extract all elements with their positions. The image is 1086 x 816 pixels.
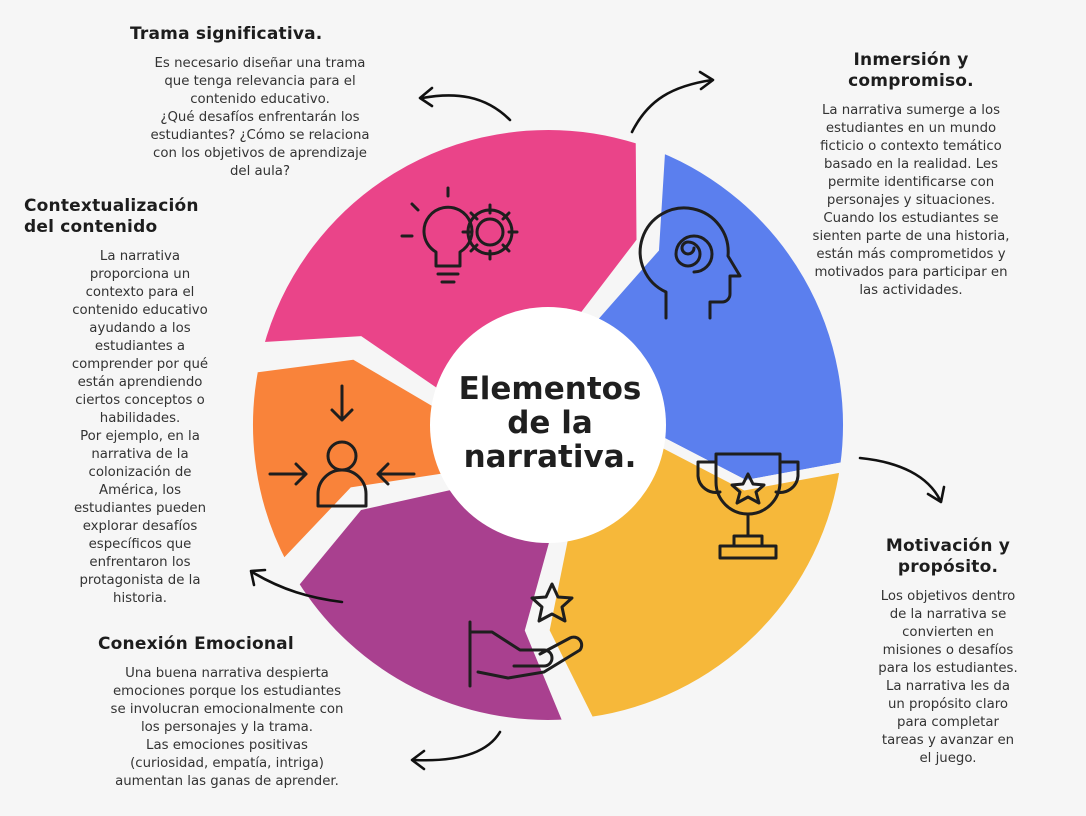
section-trama: Trama significativa. Es necesario diseña… <box>80 24 440 181</box>
head-spiral-icon <box>638 206 742 320</box>
section-inmersion: Inmersión y compromiso. La narrativa sum… <box>766 50 1056 300</box>
arrow-to-contexto <box>249 568 344 604</box>
hand-star-icon <box>468 582 584 688</box>
section-trama-text: Es necesario diseñar una trama que tenga… <box>150 56 370 179</box>
section-inmersion-title: Inmersión y compromiso. <box>848 50 974 91</box>
section-trama-title: Trama significativa. <box>130 24 323 44</box>
section-motivacion: Motivación y propósito. Los objetivos de… <box>840 536 1056 768</box>
section-contexto-title: Contextualización del contenido <box>24 196 199 237</box>
section-conexion-text: Una buena narrativa despierta emociones … <box>110 666 344 789</box>
arrow-to-inmersion <box>630 70 715 134</box>
lightbulb-gear-icon <box>400 186 519 284</box>
trophy-star-icon <box>696 452 800 560</box>
section-motivacion-title: Motivación y propósito. <box>885 536 1011 577</box>
section-inmersion-text: La narrativa sumerge a los estudiantes e… <box>812 103 1010 298</box>
section-contexto-text: La narrativa proporciona un contexto par… <box>71 249 209 606</box>
person-arrows-icon <box>268 384 416 508</box>
section-conexion-title: Conexión Emocional <box>98 634 294 654</box>
center-title: Elementos de la narrativa. <box>458 371 642 475</box>
section-motivacion-text: Los objetivos dentro de la narrativa se … <box>878 589 1018 766</box>
arrow-to-conexion <box>410 730 502 771</box>
arrow-to-trama <box>418 86 512 122</box>
arrow-to-motivacion <box>858 456 946 504</box>
section-contexto: Contextualización del contenido La narra… <box>24 196 256 608</box>
section-conexion: Conexión Emocional Una buena narrativa d… <box>52 634 402 791</box>
center-circle <box>430 307 666 543</box>
